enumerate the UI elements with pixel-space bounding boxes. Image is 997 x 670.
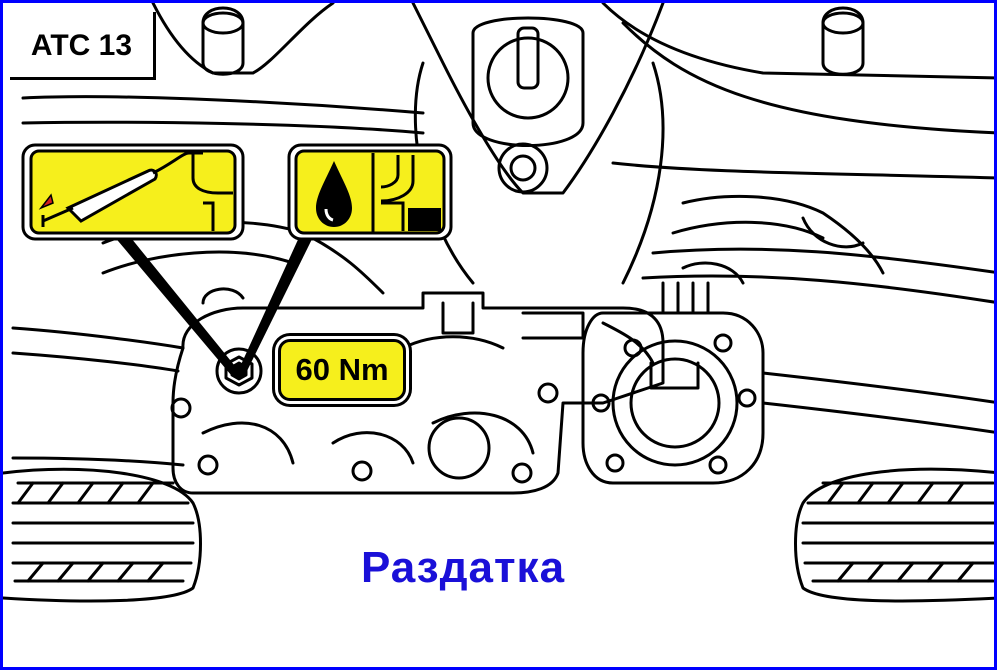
left-tire bbox=[3, 467, 202, 603]
upper-mount-bosses bbox=[201, 6, 865, 76]
output-flange bbox=[581, 281, 765, 485]
right-tire bbox=[794, 467, 994, 603]
oil-suction-pump-icon bbox=[21, 143, 245, 241]
document-code-badge: ATC 13 bbox=[10, 12, 156, 80]
oil-drop-icon bbox=[316, 161, 352, 227]
subframe-outline bbox=[11, 3, 994, 467]
leader-lines bbox=[113, 233, 315, 375]
torque-spec-label: 60 Nm bbox=[278, 339, 406, 401]
oil-level-icon bbox=[287, 143, 453, 241]
transfer-case-illustration bbox=[3, 3, 994, 603]
central-mount-bracket bbox=[411, 3, 665, 285]
diagram-caption: Раздатка bbox=[360, 543, 566, 592]
